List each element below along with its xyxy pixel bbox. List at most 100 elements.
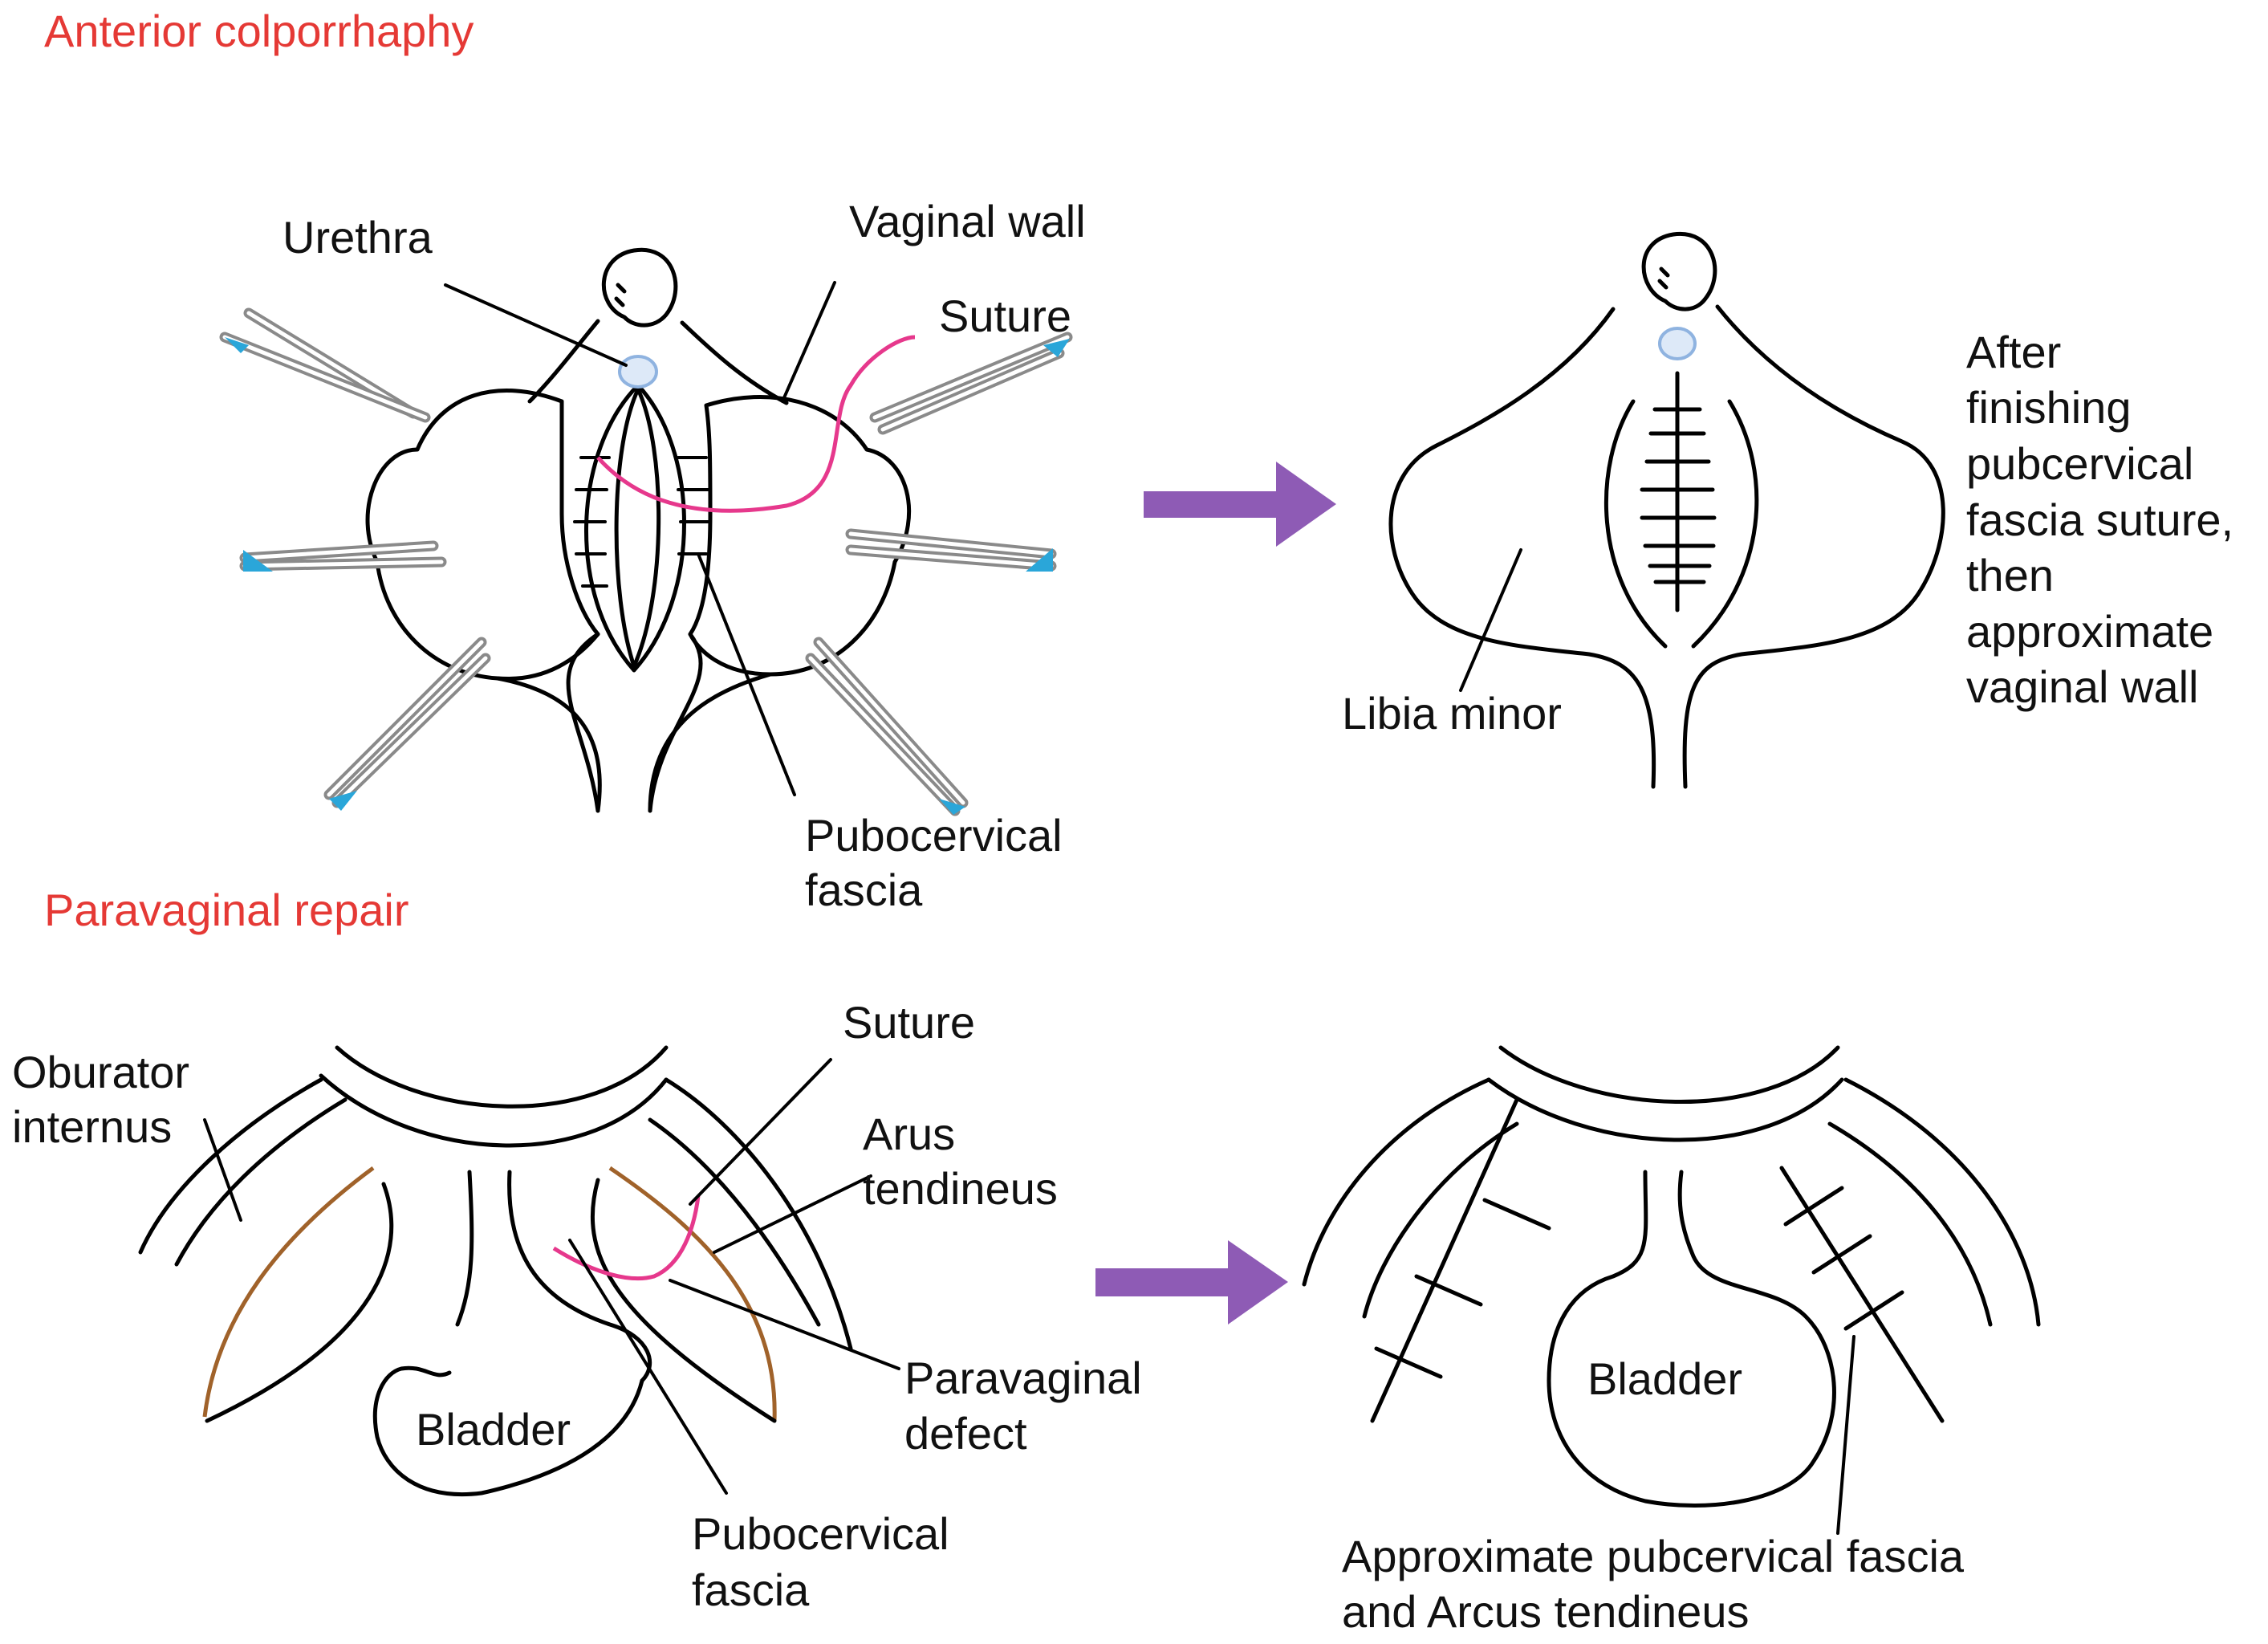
obturator-inner-left <box>174 1097 348 1267</box>
labia-upper-left <box>527 319 600 404</box>
lower-tail-right <box>648 632 703 813</box>
repair-line-left <box>1370 1097 1519 1423</box>
note-line-3: pubcervical <box>1966 438 2193 489</box>
arrow-top <box>1144 462 1336 547</box>
leader-pubocervical-top <box>697 552 796 796</box>
perineum-left <box>495 676 602 813</box>
label-arcus-1: Arus <box>863 1109 955 1159</box>
after-paravaginal-diagram <box>1302 1045 2041 1535</box>
obturator-outer-right <box>664 1077 853 1351</box>
note-line-2: finishing <box>1966 382 2131 433</box>
label-pubocervical-bottom-2: fascia <box>692 1565 810 1615</box>
repair-line-right <box>1779 1166 1945 1423</box>
fascia-ticks-right <box>677 456 711 555</box>
clamp-lower-right <box>805 637 969 816</box>
label-arcus-2: tendineus <box>863 1163 1058 1214</box>
label-bladder-right: Bladder <box>1587 1353 1742 1404</box>
after-labia-right <box>1682 304 1945 789</box>
after-inner-right <box>1691 399 1759 649</box>
label-obturator-2: internus <box>12 1101 172 1152</box>
label-paravaginal-defect-1: Paravaginal <box>904 1353 1142 1403</box>
fascia-flap-left <box>205 1182 394 1423</box>
after-inner-left <box>1362 1121 1519 1319</box>
label-pubocervical-bottom-1: Pubocervical <box>692 1508 949 1559</box>
leader-arcus <box>713 1174 872 1254</box>
urethra-left <box>618 355 658 389</box>
fascia-flap-right <box>590 1178 777 1423</box>
title-anterior-colporrhaphy: Anterior colporrhaphy <box>44 6 474 56</box>
bladder-right <box>1547 1170 1836 1508</box>
after-hood-mark <box>1657 267 1670 290</box>
perineum-right <box>648 672 773 813</box>
label-vaginal-wall: Vaginal wall <box>849 196 1086 246</box>
note-line-5: then <box>1966 550 2054 600</box>
hood-mark <box>614 283 627 307</box>
labia-upper-right <box>680 320 789 405</box>
obturator-inner-right <box>648 1117 821 1327</box>
label-suture-bottom: Suture <box>843 997 975 1048</box>
note-after-finishing: After finishing pubcervical fascia sutur… <box>1966 327 2233 712</box>
arcus-left <box>202 1166 375 1418</box>
after-colporrhaphy-diagram <box>1388 231 1945 789</box>
vaginal-incision <box>583 383 686 673</box>
leader-approximate <box>1836 1335 1855 1535</box>
after-outer-right <box>1843 1077 2041 1327</box>
after-arch-outer <box>1498 1045 1840 1105</box>
closure-ticks <box>1640 407 1717 584</box>
label-pubocervical-top-1: Pubocervical <box>805 810 1063 861</box>
leader-suture-bottom <box>689 1058 832 1206</box>
leader-pubocervical-bottom <box>568 1239 728 1495</box>
after-inner-left <box>1603 399 1668 649</box>
arrow-bottom <box>1095 1240 1288 1325</box>
label-paravaginal-defect-2: defect <box>904 1408 1027 1459</box>
after-inner-right <box>1827 1121 1993 1327</box>
central-left <box>455 1170 474 1327</box>
note-line-1: After <box>1966 327 2061 377</box>
note-line-6: approximate <box>1966 606 2213 657</box>
pubic-arch-outer <box>335 1045 669 1109</box>
clamp-mid-right <box>845 528 1057 572</box>
fascia-ticks-left <box>573 456 611 588</box>
arcus-right <box>608 1166 777 1422</box>
label-bladder-left: Bladder <box>416 1404 571 1455</box>
repair-ticks-right <box>1783 1186 1904 1331</box>
title-paravaginal-repair: Paravaginal repair <box>44 885 408 935</box>
note-line-7: vaginal wall <box>1966 661 2199 712</box>
central-right <box>507 1170 652 1383</box>
leader-obturator <box>203 1118 242 1222</box>
label-approximate-2: and Arcus tendineus <box>1342 1586 1749 1637</box>
left-labium <box>365 389 600 682</box>
label-approximate-1: Approximate pubcervical fascia <box>1342 1531 1965 1581</box>
label-suture-top: Suture <box>939 291 1071 341</box>
lower-tail-left <box>566 632 600 813</box>
clamp-upper-left <box>219 307 431 423</box>
after-clitoral-hood <box>1641 231 1717 311</box>
after-outer-left <box>1302 1077 1491 1287</box>
clitoral-hood <box>601 247 678 328</box>
leader-urethra <box>444 283 628 367</box>
clamp-upper-right <box>869 332 1073 435</box>
paravaginal-diagram <box>138 1045 900 1496</box>
incision-midline-right <box>632 387 661 669</box>
label-pubocervical-top-2: fascia <box>805 865 923 915</box>
note-line-4: fascia suture, <box>1966 494 2233 545</box>
clamp-mid-left <box>239 540 447 572</box>
suture-bottom <box>552 1195 701 1281</box>
leader-vaginal-wall <box>781 281 836 403</box>
clamp-lower-left <box>323 637 491 811</box>
obturator-outer-left <box>138 1077 323 1255</box>
colporrhaphy-diagram <box>219 247 1073 816</box>
leader-paravaginal-defect <box>669 1279 900 1370</box>
pubic-arch-inner <box>319 1073 669 1148</box>
urethra-right <box>1658 327 1697 360</box>
label-urethra: Urethra <box>282 212 433 262</box>
label-libia-minor: Libia minor <box>1342 688 1562 739</box>
after-labia-left <box>1388 307 1656 789</box>
incision-midline-left <box>614 387 640 669</box>
repair-ticks-left <box>1374 1198 1551 1379</box>
suture-left <box>596 335 916 513</box>
leader-libia-minor <box>1459 548 1522 692</box>
bladder-left <box>372 1365 644 1496</box>
label-obturator-1: Oburator <box>12 1047 189 1097</box>
